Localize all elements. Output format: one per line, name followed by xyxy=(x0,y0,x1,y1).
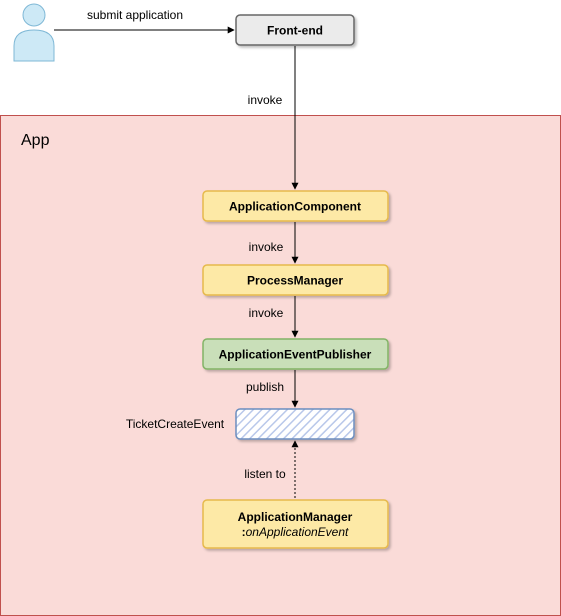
app-container-title: App xyxy=(21,132,50,149)
node-ticket-create-event-label: TicketCreateEvent xyxy=(126,417,225,431)
edge-invoke-process-label: invoke xyxy=(249,306,284,320)
node-application-manager[interactable]: ApplicationManager :onApplicationEvent xyxy=(202,499,389,549)
node-application-component[interactable]: ApplicationComponent xyxy=(202,190,389,222)
edge-invoke-component-label: invoke xyxy=(249,240,284,254)
node-process-manager[interactable]: ProcessManager xyxy=(202,264,389,296)
node-frontend-label: Front-end xyxy=(267,24,323,38)
method-name: onApplicationEvent xyxy=(246,525,349,539)
edge-publish-label: publish xyxy=(246,380,284,394)
node-process-manager-label: ProcessManager xyxy=(247,274,343,288)
node-application-event-publisher[interactable]: ApplicationEventPublisher xyxy=(202,338,389,370)
node-application-component-label: ApplicationComponent xyxy=(229,200,361,214)
edge-listen-to-label: listen to xyxy=(244,467,286,481)
node-frontend[interactable]: Front-end xyxy=(235,14,355,46)
node-application-manager-method: :onApplicationEvent xyxy=(242,525,349,539)
user-icon xyxy=(13,3,55,62)
node-application-manager-label: ApplicationManager xyxy=(238,510,353,524)
node-ticket-create-event[interactable] xyxy=(235,408,355,440)
edge-label-background xyxy=(245,91,285,107)
edge-invoke-frontend-label: invoke xyxy=(248,93,283,107)
node-application-event-publisher-label: ApplicationEventPublisher xyxy=(219,348,372,362)
edge-submit-application-label: submit application xyxy=(87,8,183,22)
method-prefix: : xyxy=(242,525,246,539)
